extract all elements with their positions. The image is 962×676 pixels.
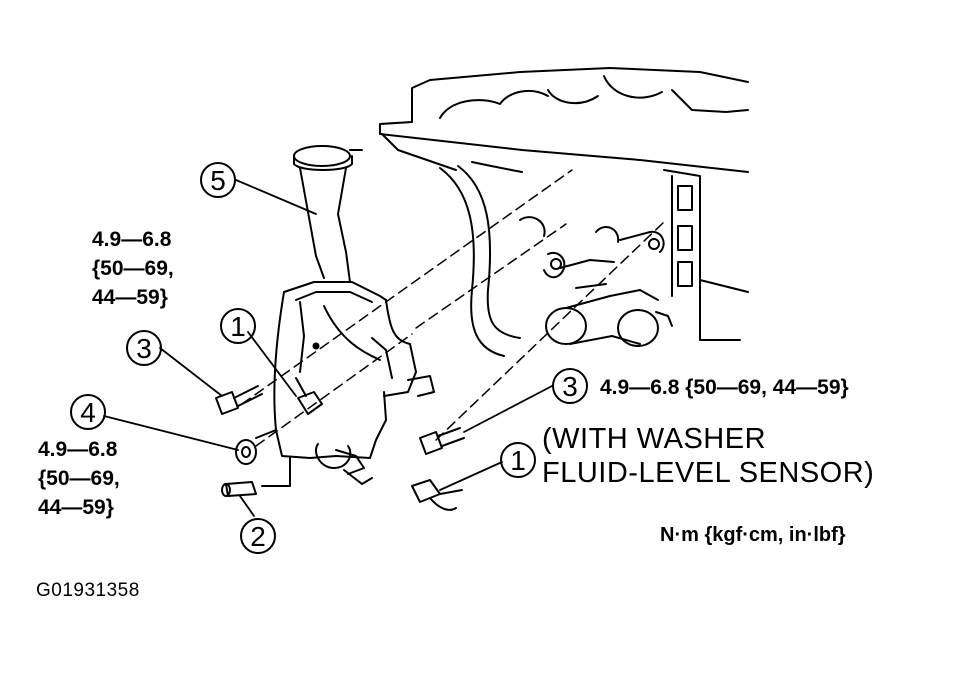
washer-reservoir-tank (255, 145, 435, 487)
torque-spec-upper-left: 4.9—6.8 {50—69, 44—59} (92, 225, 174, 312)
bolt-center-lines (241, 169, 665, 447)
hose-joint (221, 481, 257, 497)
callout-1-upper-label: 1 (230, 311, 246, 342)
callout-2-label: 2 (250, 521, 266, 552)
torque-spec-line: 44—59} (38, 496, 114, 519)
sensor-note-line1: (WITH WASHER (542, 423, 767, 455)
fluid-level-sensor-separate (411, 479, 463, 511)
callout-3-right: 3 (552, 368, 588, 404)
torque-spec-line: 4.9—6.8 (92, 228, 172, 251)
callout-2: 2 (240, 518, 276, 554)
bolt-left (215, 385, 263, 415)
torque-spec-right: 4.9—6.8 {50—69, 44—59} (600, 373, 849, 402)
torque-spec-lower-left: 4.9—6.8 {50—69, 44—59} (38, 435, 120, 522)
sensor-note-line2: FLUID-LEVEL SENSOR) (542, 457, 875, 489)
callout-1-lower: 1 (500, 442, 536, 478)
callout-4-label: 4 (80, 397, 96, 428)
callout-5-label: 5 (210, 165, 226, 196)
torque-spec-line: 4.9—6.8 {50—69, 44—59} (600, 376, 849, 399)
washer-sensor-note: (WITH WASHER FLUID-LEVEL SENSOR) (542, 422, 874, 490)
callout-1-lower-label: 1 (510, 445, 526, 476)
torque-spec-line: {50—69, (92, 257, 174, 280)
callout-5: 5 (200, 162, 236, 198)
fluid-level-sensor-mounted (295, 377, 323, 415)
engine-bay-background (379, 67, 749, 357)
torque-units-legend: N·m {kgf·cm, in·lbf} (660, 524, 846, 546)
figure-code: G01931358 (36, 580, 140, 601)
callout-3-right-label: 3 (562, 371, 578, 402)
callout-4: 4 (70, 394, 106, 430)
callout-3-left-label: 3 (136, 333, 152, 364)
torque-spec-line: 4.9—6.8 (38, 438, 118, 461)
leader-lines (103, 179, 553, 517)
callout-3-left: 3 (126, 330, 162, 366)
grommet-nut (235, 439, 257, 465)
callout-1-upper: 1 (220, 308, 256, 344)
bolt-right (419, 427, 465, 455)
torque-spec-line: 44—59} (92, 286, 168, 309)
torque-spec-line: {50—69, (38, 467, 120, 490)
